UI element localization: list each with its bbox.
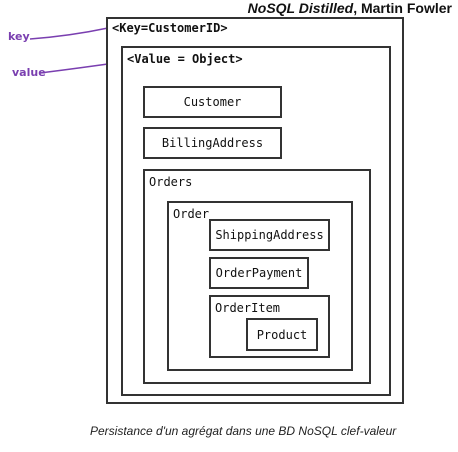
key-annotation-label: key: [8, 30, 30, 43]
billing-address-label: BillingAddress: [161, 136, 264, 150]
value-label: <Value = Object>: [127, 52, 243, 66]
title-separator: ,: [353, 0, 358, 16]
key-label: <Key=CustomerID>: [112, 21, 228, 35]
value-annotation-label: value: [12, 66, 46, 79]
order-payment-label: OrderPayment: [215, 266, 303, 280]
order-payment-box: OrderPayment: [209, 257, 309, 289]
order-label: Order: [173, 207, 210, 221]
product-box: Product: [246, 318, 318, 351]
order-item-label: OrderItem: [215, 301, 281, 315]
key-arrow: [29, 27, 109, 40]
customer-label: Customer: [183, 95, 242, 109]
orders-label: Orders: [149, 175, 193, 189]
book-title: NoSQL Distilled: [247, 0, 354, 16]
billing-address-box: BillingAddress: [143, 127, 282, 159]
figure-caption: Persistance d'un agrégat dans une BD NoS…: [90, 424, 397, 438]
shipping-address-label: ShippingAddress: [215, 228, 324, 242]
figure-source-title: NoSQL Distilled, Martin Fowler: [248, 0, 452, 16]
product-label: Product: [256, 327, 308, 342]
customer-box: Customer: [143, 86, 282, 118]
shipping-address-box: ShippingAddress: [209, 219, 330, 251]
book-author: Martin Fowler: [360, 0, 452, 16]
